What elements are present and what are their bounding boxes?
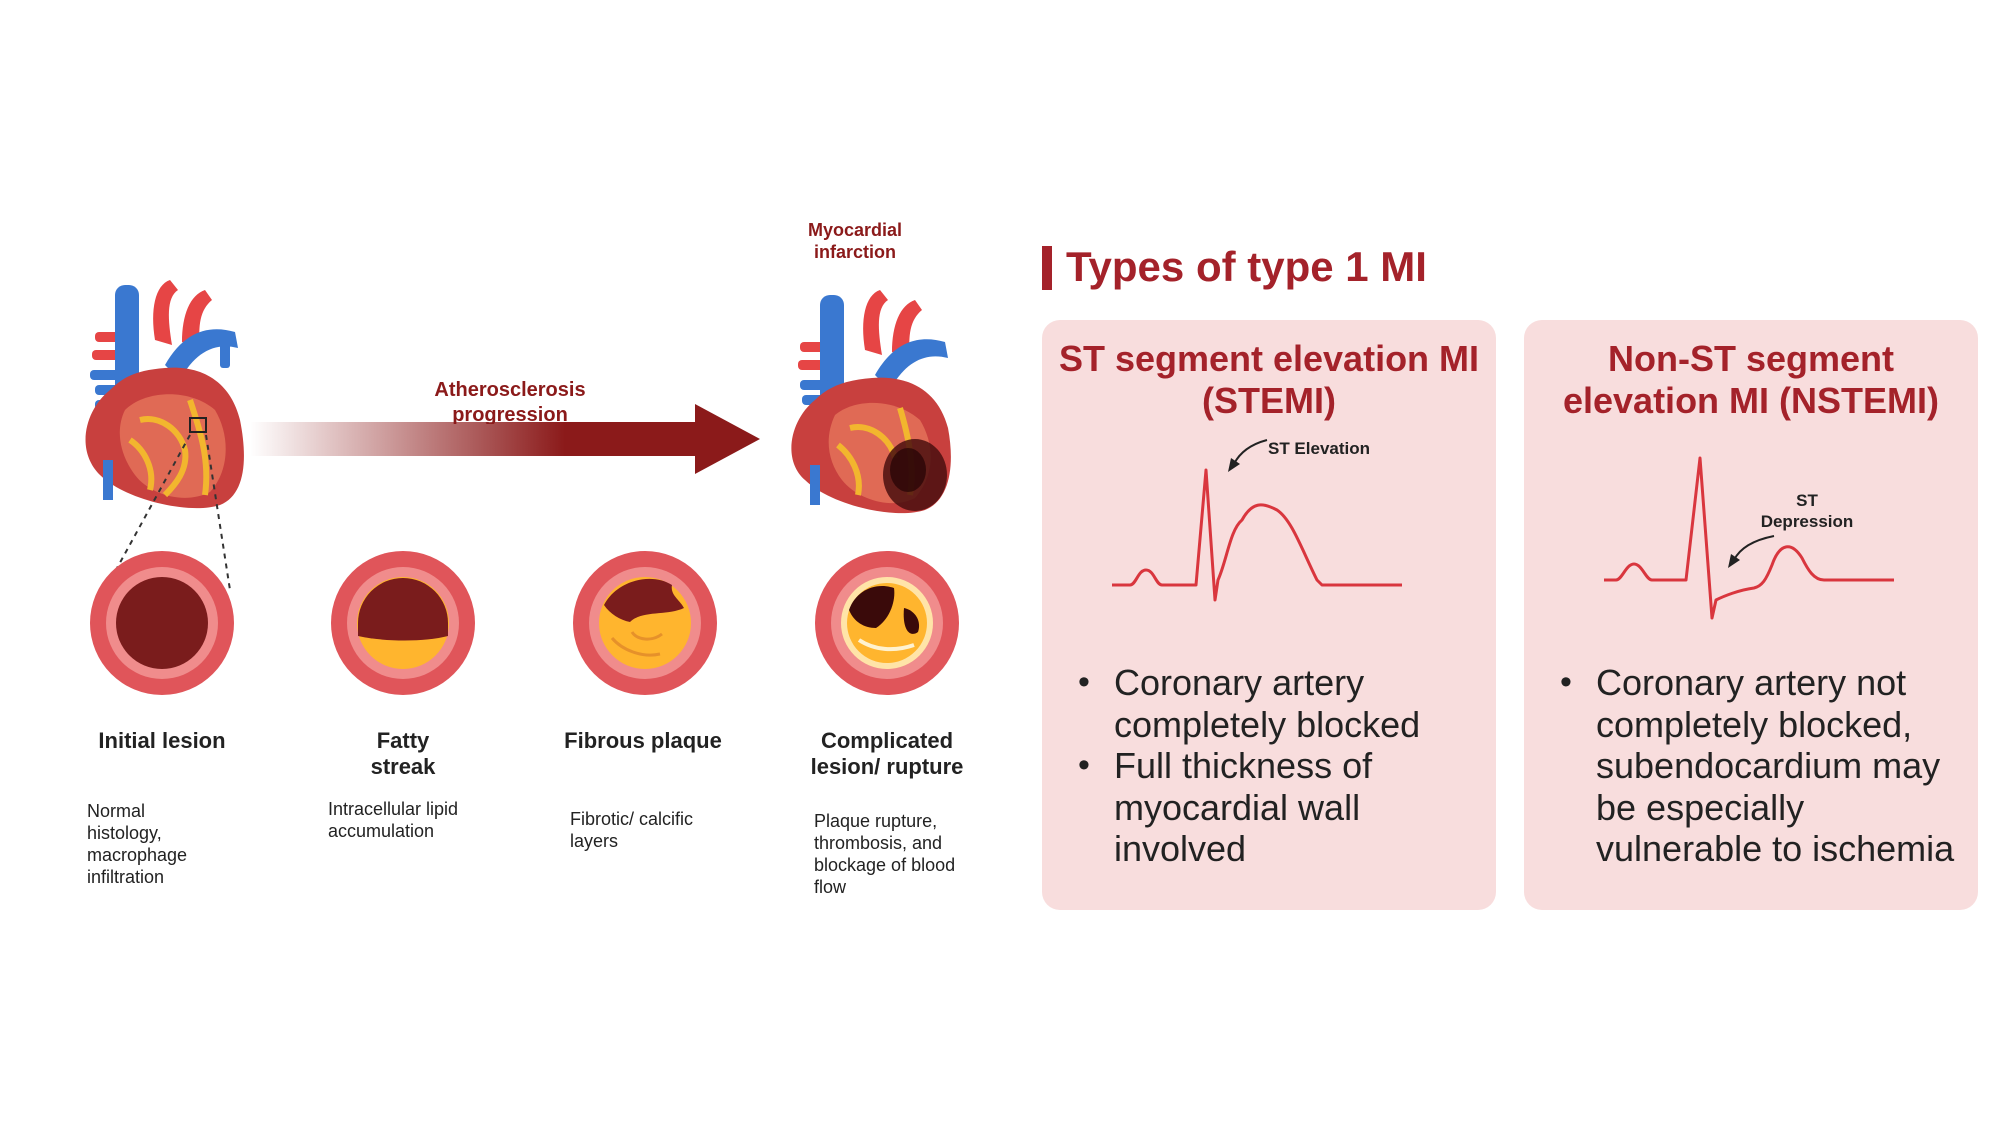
ecg-trace-icon xyxy=(1112,439,1402,602)
ecg-label: ST Depression xyxy=(1760,491,1854,531)
bullet-item: Coronary artery completely blocked xyxy=(1072,662,1492,745)
arrow-label: Atherosclerosis progression xyxy=(434,379,586,424)
infarcted-heart-illustration xyxy=(791,290,951,514)
progression-arrow xyxy=(250,404,760,474)
stage-description: Intracellular lipid accumulation xyxy=(328,799,459,841)
mi-label: Myocardial infarction xyxy=(807,220,903,262)
artery-cross-section-icon xyxy=(90,551,234,695)
section-accent-bar xyxy=(1042,246,1052,290)
stemi-panel: ST segment elevation MI (STEMI) ST Eleva… xyxy=(1042,320,1496,910)
bullet-list: Coronary artery completely blocked Full … xyxy=(1072,662,1492,870)
stage-title: Complicated lesion/ rupture xyxy=(810,728,964,779)
panel-title: Non-ST segment elevation MI (NSTEMI) xyxy=(1562,338,1940,421)
ecg-label: ST Elevation xyxy=(1267,439,1371,458)
bullet-list: Coronary artery not completely blocked, … xyxy=(1554,662,1974,870)
zoom-lines xyxy=(104,434,231,591)
stage-description: Normal histology, macrophage infiltratio… xyxy=(87,801,188,887)
heart-illustration xyxy=(85,280,244,509)
bullet-item: Full thickness of myocardial wall involv… xyxy=(1072,745,1492,870)
stage-title: Initial lesion xyxy=(98,728,226,753)
bullet-item: Coronary artery not completely blocked, … xyxy=(1554,662,1974,870)
artery-cross-section-icon xyxy=(573,551,717,695)
artery-cross-section-icon xyxy=(815,551,959,695)
stage-description: Plaque rupture, thrombosis, and blockage… xyxy=(814,811,956,897)
section-title: Types of type 1 MI xyxy=(1066,243,1427,290)
ecg-trace-icon xyxy=(1604,456,1894,620)
nstemi-panel: Non-ST segment elevation MI (NSTEMI) ST … xyxy=(1524,320,1978,910)
stage-title: Fibrous plaque xyxy=(564,728,722,753)
stage-title: Fatty streak xyxy=(370,728,436,779)
stage-description: Fibrotic/ calcific layers xyxy=(570,809,694,851)
artery-cross-section-icon xyxy=(331,551,475,695)
panel-title: ST segment elevation MI (STEMI) xyxy=(1058,338,1480,421)
